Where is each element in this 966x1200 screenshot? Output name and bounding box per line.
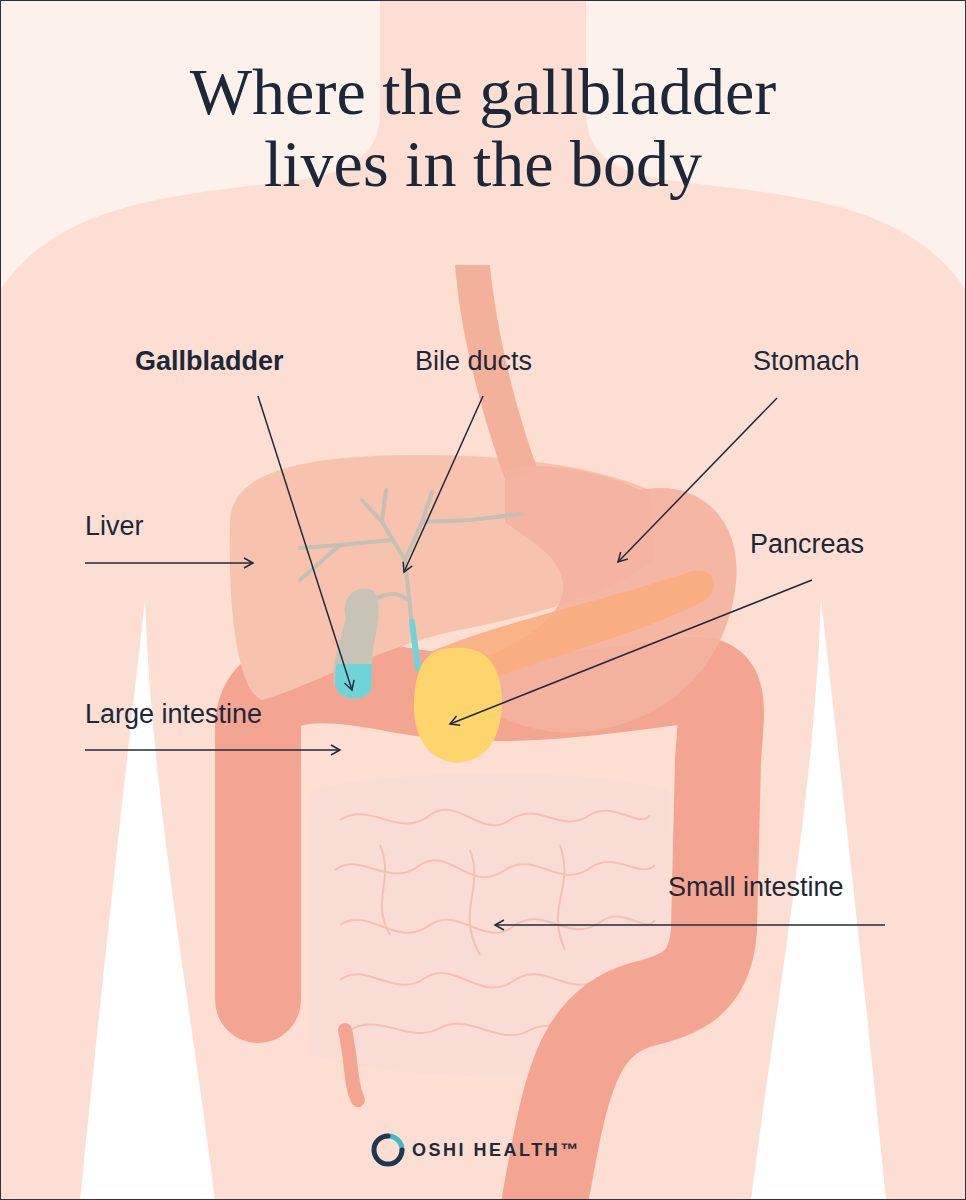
logo-mark	[374, 1136, 402, 1164]
leader-lines	[85, 396, 885, 925]
part-label: Small intestine	[668, 871, 844, 903]
leader-line	[450, 580, 812, 724]
brand-wordmark: OSHI HEALTH™	[412, 1140, 581, 1162]
leader-line	[85, 749, 340, 751]
part-label: Large intestine	[85, 698, 262, 730]
gallbladder-base	[335, 664, 372, 699]
part-label: Liver	[85, 510, 144, 542]
arm-gap	[80, 600, 215, 1200]
diagram-title: Where the gallbladder lives in the body	[138, 56, 828, 200]
part-label: Bile ducts	[415, 345, 532, 377]
leader-line	[258, 396, 352, 690]
part-label: Stomach	[753, 345, 860, 377]
large-intestine	[258, 680, 721, 1200]
part-label: Pancreas	[750, 528, 864, 560]
common-bile-duct	[412, 622, 418, 668]
leader-line	[85, 562, 253, 564]
leader-line	[404, 396, 483, 572]
part-label: Gallbladder	[135, 345, 284, 377]
leader-line	[495, 924, 885, 926]
gallbladder	[334, 589, 379, 699]
pancreas-head	[414, 648, 502, 763]
appendix	[345, 1030, 358, 1100]
